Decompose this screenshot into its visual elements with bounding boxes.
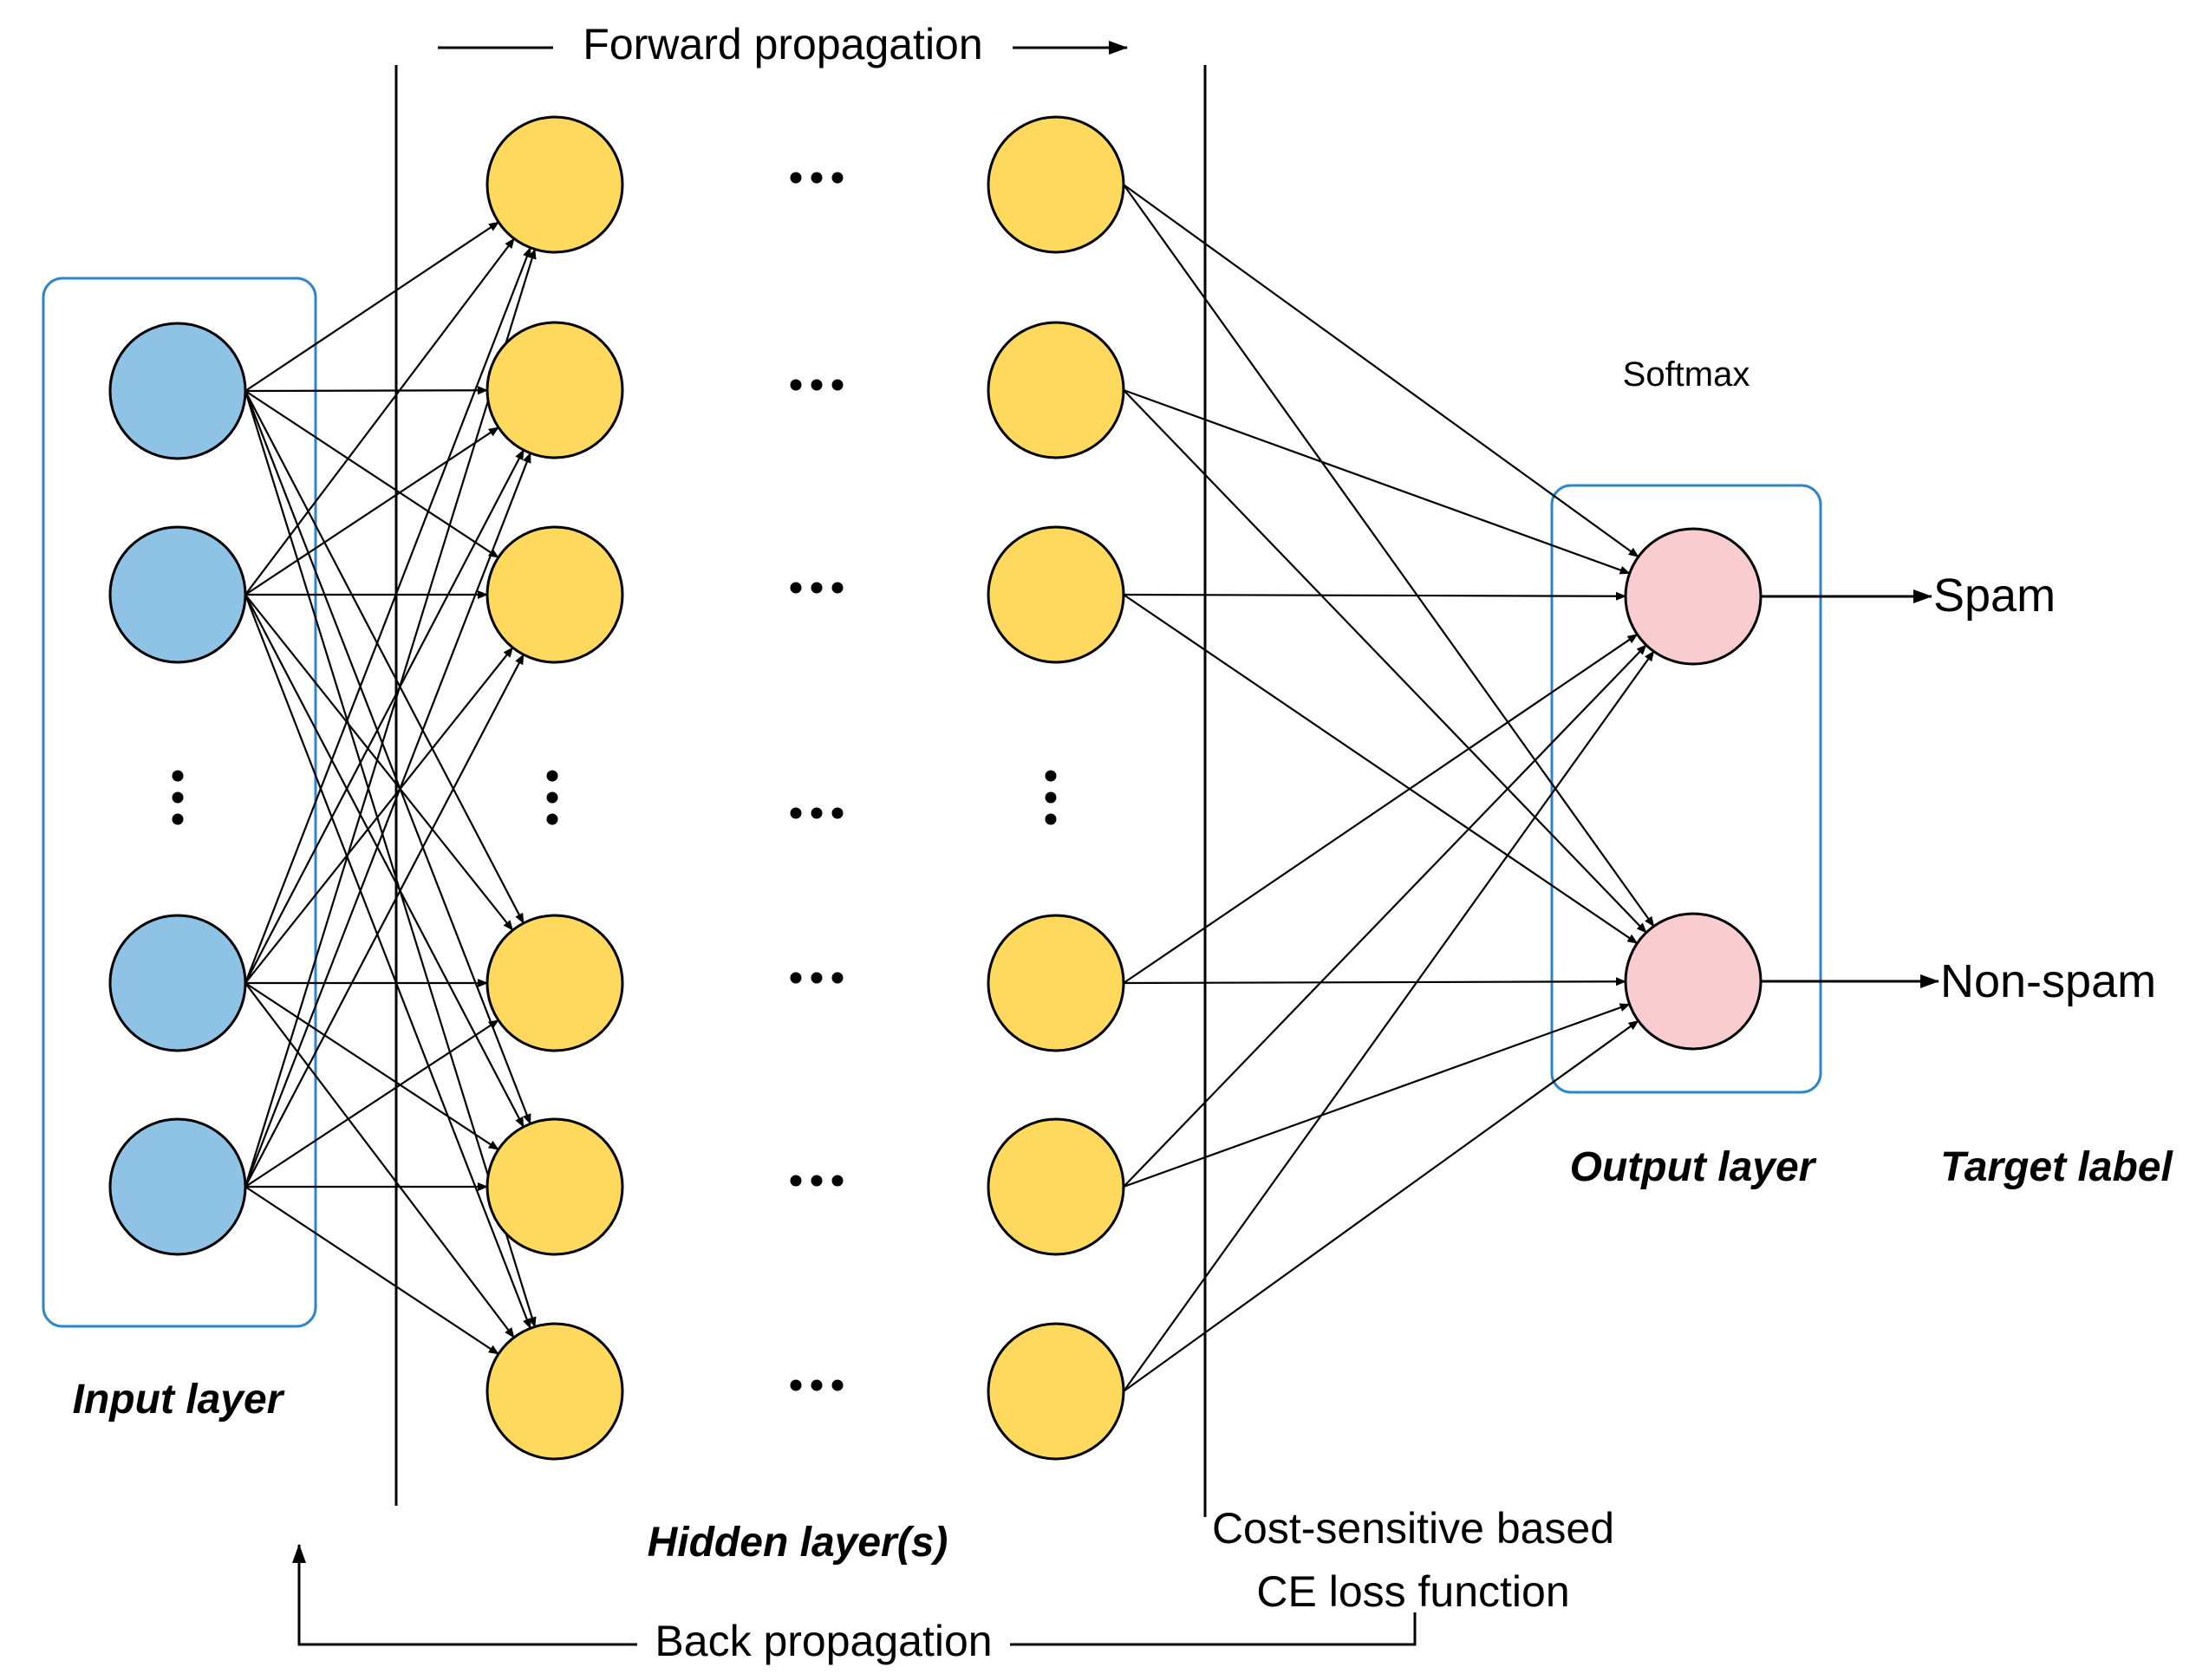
horizontal-ellipsis-1-dot-1: [790, 172, 802, 184]
loss-function-line1: Cost-sensitive based: [1212, 1504, 1614, 1553]
edge-input-3-to-hidden1-0: [244, 248, 537, 1188]
edge-hidden2-5-to-output-0: [1123, 650, 1655, 1392]
softmax-label: Softmax: [1623, 355, 1750, 394]
edge-input-1-to-hidden1-3: [244, 594, 514, 931]
edge-input-0-to-hidden1-2: [244, 390, 499, 559]
output-node-1: [1624, 527, 1763, 666]
edge-input-2-to-hidden1-1: [244, 449, 525, 984]
hidden1-node-1: [485, 115, 624, 254]
back-propagation-right-line: [1010, 1612, 1417, 1646]
horizontal-ellipsis-5-dot-3: [831, 972, 844, 984]
edge-input-2-to-hidden1-4: [244, 982, 499, 1151]
horizontal-ellipsis-6-dot-1: [790, 1175, 802, 1187]
hidden2-node-1: [987, 115, 1125, 254]
edge-input-2-to-hidden1-2: [244, 647, 514, 984]
hidden1-node-2: [485, 321, 624, 459]
edge-hidden2-1-to-output-0: [1123, 388, 1631, 575]
input-layer-label: Input layer: [73, 1377, 285, 1423]
edge-input-0-to-hidden1-1: [244, 386, 489, 395]
vertical-ellipsis-input-dot-2: [172, 791, 184, 804]
horizontal-ellipsis-6-dot-3: [831, 1175, 844, 1187]
edge-input-0-to-hidden1-5: [244, 390, 537, 1328]
back-propagation-bracket: [292, 1544, 637, 1646]
edge-hidden2-3-to-output-0: [1123, 633, 1639, 984]
hidden2-node-2: [987, 321, 1125, 459]
edge-input-0-to-hidden1-3: [244, 390, 525, 924]
edge-hidden2-5-to-output-1: [1123, 1019, 1639, 1392]
horizontal-ellipsis-2-dot-1: [790, 379, 802, 391]
horizontal-ellipsis-7-dot-1: [790, 1379, 802, 1391]
edge-hidden2-0-to-output-0: [1123, 184, 1639, 558]
back-propagation-label: Back propagation: [655, 1617, 992, 1665]
edge-input-0-to-hidden1-4: [244, 390, 531, 1125]
horizontal-ellipsis-1-dot-2: [811, 172, 823, 184]
edge-input-3-to-hidden1-5: [244, 1186, 499, 1355]
forward-propagation-label: Forward propagation: [583, 20, 982, 68]
horizontal-ellipsis-7-dot-3: [831, 1379, 844, 1391]
edge-input-1-to-hidden1-1: [244, 427, 499, 596]
target-label-label: Target label: [1940, 1144, 2173, 1190]
edge-input-3-to-hidden1-1: [244, 452, 531, 1188]
hidden-layers-label: Hidden layer(s): [648, 1520, 948, 1566]
edge-input-1-to-hidden1-4: [244, 594, 525, 1128]
horizontal-ellipsis-1-dot-3: [831, 172, 844, 184]
hidden2-node-6: [987, 1322, 1125, 1461]
edge-hidden2-3-to-output-1: [1123, 977, 1627, 987]
edge-input-3-to-hidden1-3: [244, 1019, 499, 1188]
output-layer-box: [1550, 484, 1822, 1094]
edge-hidden2-0-to-output-1: [1123, 184, 1655, 928]
horizontal-ellipsis-5-dot-1: [790, 972, 802, 984]
input-node-4: [108, 1117, 247, 1256]
edge-input-1-to-hidden1-0: [244, 238, 515, 596]
edge-input-2-to-hidden1-0: [244, 246, 531, 984]
hidden1-node-3: [485, 525, 624, 664]
vertical-ellipsis-hidden2-dot-3: [1045, 813, 1057, 825]
horizontal-ellipsis-2-dot-3: [831, 379, 844, 391]
horizontal-ellipsis-6-dot-2: [811, 1175, 823, 1187]
non-spam-label: Non-spam: [1940, 955, 2156, 1007]
horizontal-ellipsis-3-dot-1: [790, 582, 802, 594]
output-node-2: [1624, 912, 1763, 1051]
hidden2-node-3: [987, 525, 1125, 664]
edge-hidden2-1-to-output-1: [1123, 389, 1647, 934]
edge-hidden2-4-to-output-1: [1123, 1003, 1631, 1188]
vertical-ellipsis-hidden2-dot-1: [1045, 770, 1057, 782]
vertical-ellipsis-hidden2-dot-2: [1045, 791, 1057, 804]
edge-input-3-to-hidden1-2: [244, 654, 525, 1188]
horizontal-ellipsis-4-dot-1: [790, 807, 802, 819]
edge-input-1-to-hidden1-5: [244, 594, 531, 1330]
horizontal-ellipsis-2-dot-2: [811, 379, 823, 391]
network-nodes: [108, 115, 1763, 1461]
hidden1-node-6: [485, 1322, 624, 1461]
vertical-ellipsis-hidden1-dot-1: [546, 770, 558, 782]
output-layer-label: Output layer: [1570, 1144, 1817, 1190]
vertical-ellipsis-input-dot-1: [172, 770, 184, 782]
hidden1-node-4: [485, 914, 624, 1052]
edge-hidden2-4-to-output-0: [1123, 644, 1647, 1188]
input-node-2: [108, 525, 247, 664]
loss-function-line2: CE loss function: [1256, 1567, 1569, 1616]
hidden1-node-5: [485, 1117, 624, 1256]
hidden2-node-5: [987, 1117, 1125, 1256]
horizontal-ellipsis-3-dot-2: [811, 582, 823, 594]
horizontal-ellipsis-4-dot-3: [831, 807, 844, 819]
input-node-3: [108, 914, 247, 1052]
edge-input-0-to-hidden1-0: [244, 221, 499, 392]
input-node-1: [108, 322, 247, 460]
vertical-ellipsis-hidden1-dot-3: [546, 813, 558, 825]
edge-hidden2-2-to-output-0: [1123, 591, 1627, 601]
hidden2-node-4: [987, 914, 1125, 1052]
vertical-ellipsis-input-dot-3: [172, 813, 184, 825]
connection-lines: [244, 184, 1655, 1392]
spam-label: Spam: [1933, 570, 2056, 622]
horizontal-ellipsis-3-dot-3: [831, 582, 844, 594]
edge-hidden2-2-to-output-1: [1123, 594, 1639, 945]
horizontal-ellipsis-7-dot-2: [811, 1379, 823, 1391]
horizontal-ellipsis-5-dot-2: [811, 972, 823, 984]
vertical-ellipsis-hidden1-dot-2: [546, 791, 558, 804]
horizontal-ellipsis-4-dot-2: [811, 807, 823, 819]
ellipsis-dots: [172, 172, 1057, 1391]
